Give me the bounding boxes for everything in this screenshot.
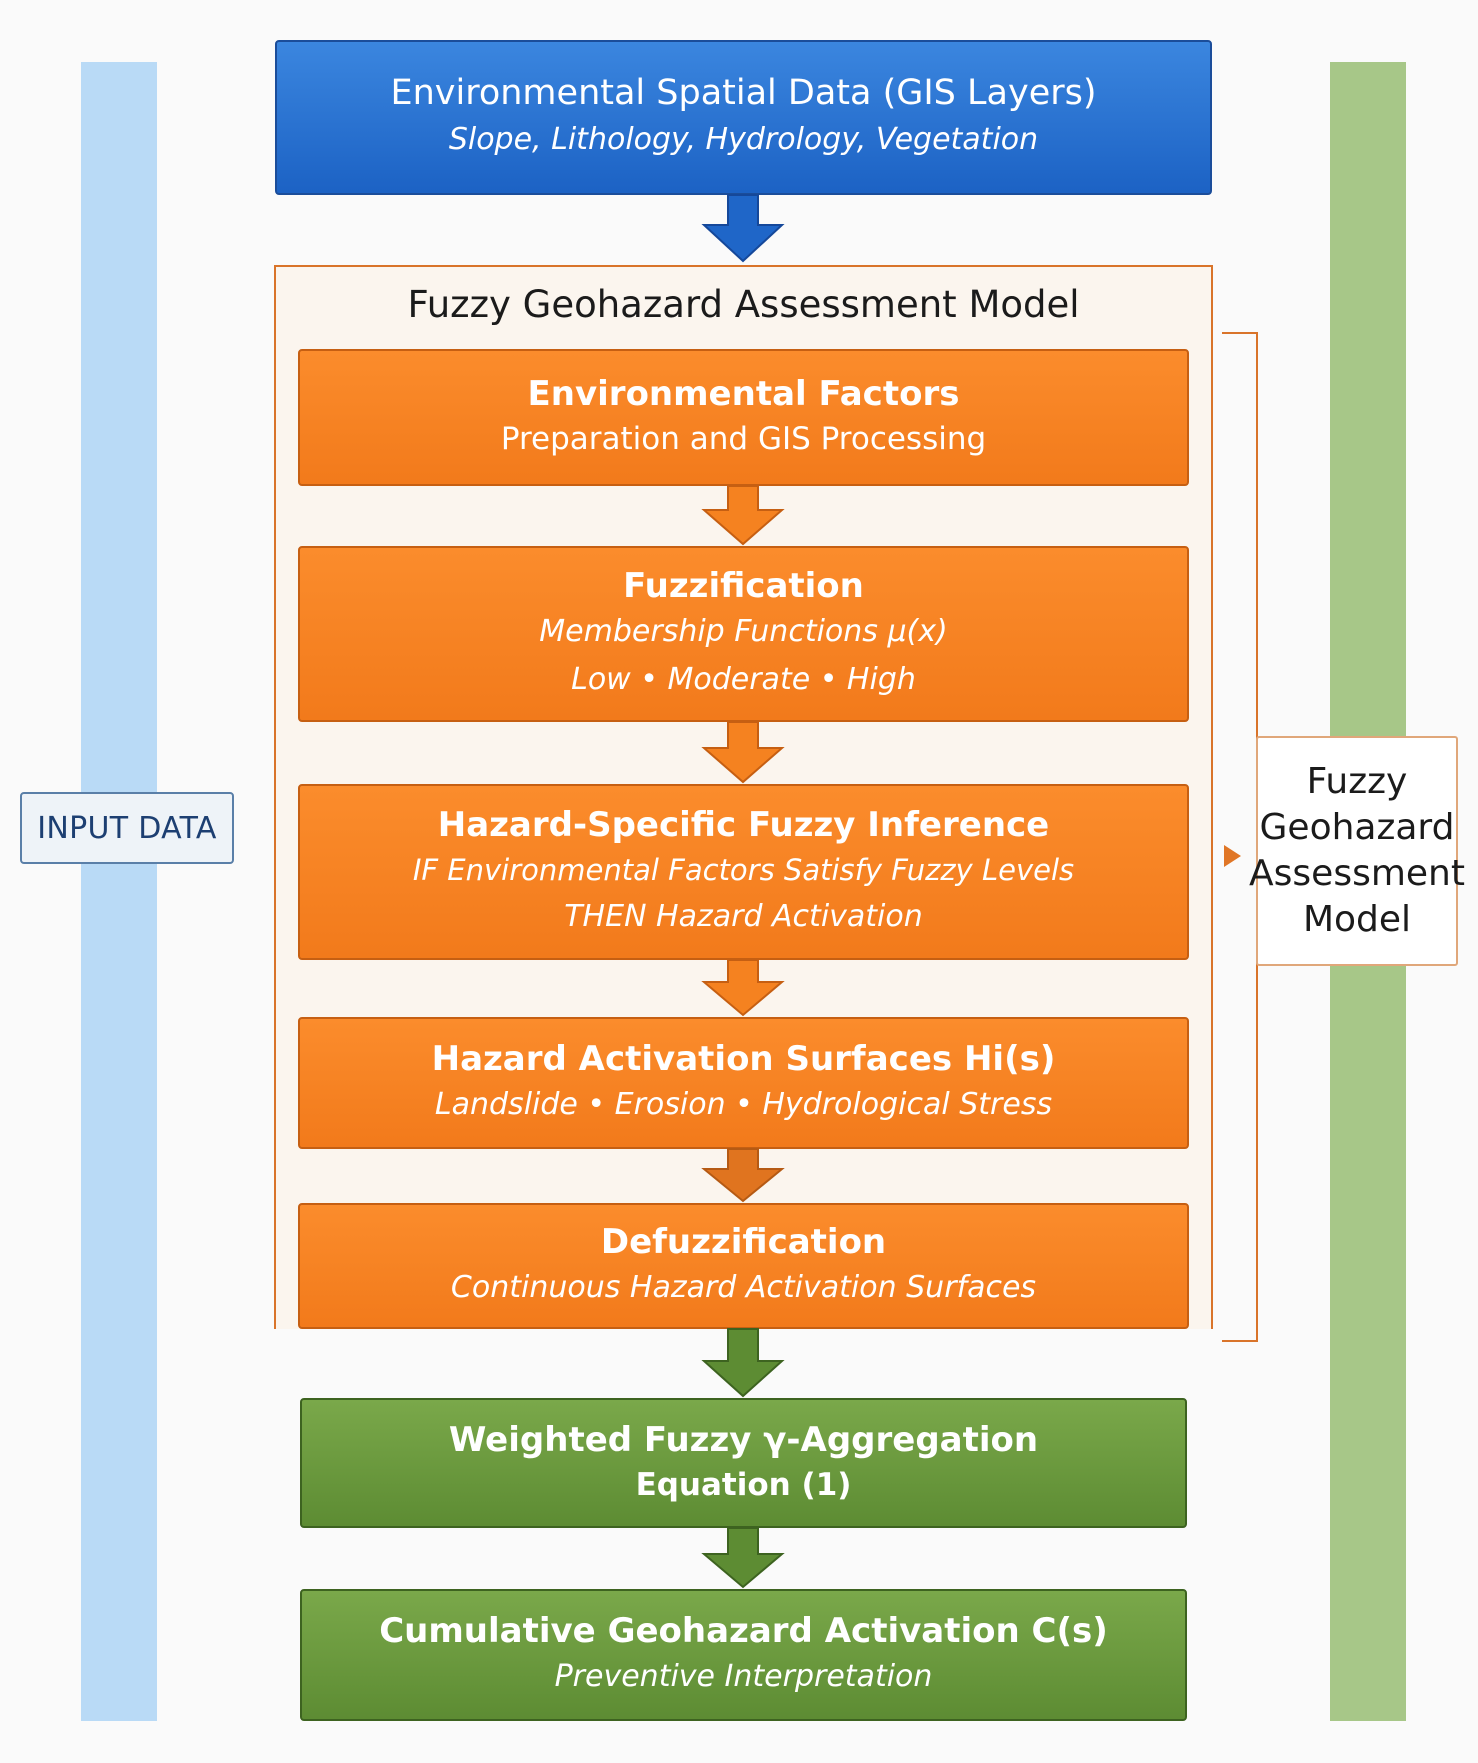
flow-arrow-icon xyxy=(701,1328,785,1398)
model-side-label-line: Assessment xyxy=(1249,853,1465,894)
step-title: Environmental Factors xyxy=(527,374,960,415)
hazard-activation-surfaces-box: Hazard Activation Surfaces Hi(s) Landsli… xyxy=(298,1017,1189,1149)
input-data-label: INPUT DATA xyxy=(20,792,234,864)
flow-arrow-icon xyxy=(701,721,785,784)
model-bracket xyxy=(1222,332,1258,1342)
step-line: Continuous Hazard Activation Surfaces xyxy=(450,1270,1037,1306)
step-line: Landslide • Erosion • Hydrological Stres… xyxy=(434,1087,1053,1123)
model-side-label-line: Geohazard xyxy=(1259,806,1455,848)
fuzzy-inference-box: Hazard-Specific Fuzzy Inference IF Envir… xyxy=(298,784,1189,960)
gamma-aggregation-box: Weighted Fuzzy γ-Aggregation Equation (1… xyxy=(300,1398,1187,1528)
model-side-label-line: Model xyxy=(1302,899,1412,941)
flow-arrow-icon xyxy=(701,194,785,263)
output-line: Equation (1) xyxy=(635,1466,852,1503)
output-title: Cumulative Geohazard Activation C(s) xyxy=(379,1610,1108,1651)
flow-arrow-icon xyxy=(701,485,785,546)
step-line: Preparation and GIS Processing xyxy=(500,421,987,458)
step-line: Membership Functions μ(x) xyxy=(539,614,948,650)
model-side-label-line: Fuzzy xyxy=(1306,760,1408,802)
step-title: Defuzzification xyxy=(600,1221,887,1262)
gis-layers-subtitle: Slope, Lithology, Hydrology, Vegetation xyxy=(448,122,1039,158)
fuzzification-box: Fuzzification Membership Functions μ(x) … xyxy=(298,546,1189,722)
step-title: Hazard Activation Surfaces Hi(s) xyxy=(431,1038,1056,1079)
defuzzification-box: Defuzzification Continuous Hazard Activa… xyxy=(298,1203,1189,1329)
input-data-side-bar xyxy=(81,62,157,1721)
step-title: Hazard-Specific Fuzzy Inference xyxy=(437,804,1050,845)
output-line: Preventive Interpretation xyxy=(554,1659,933,1695)
step-line: Low • Moderate • High xyxy=(571,662,916,698)
flow-arrow-icon xyxy=(701,1527,785,1589)
gis-layers-box: Environmental Spatial Data (GIS Layers) … xyxy=(275,40,1212,195)
bracket-pointer-icon xyxy=(1224,845,1241,867)
flow-arrow-icon xyxy=(701,959,785,1017)
output-title: Weighted Fuzzy γ-Aggregation xyxy=(448,1419,1039,1460)
model-side-label: Fuzzy Geohazard Assessment Model xyxy=(1249,736,1465,966)
step-line: IF Environmental Factors Satisfy Fuzzy L… xyxy=(412,852,1075,887)
model-title: Fuzzy Geohazard Assessment Model xyxy=(407,282,1080,326)
cumulative-activation-box: Cumulative Geohazard Activation C(s) Pre… xyxy=(300,1589,1187,1721)
flow-arrow-icon xyxy=(701,1148,785,1203)
step-title: Fuzzification xyxy=(623,565,864,606)
environmental-factors-box: Environmental Factors Preparation and GI… xyxy=(298,349,1189,486)
gis-layers-title: Environmental Spatial Data (GIS Layers) xyxy=(390,72,1097,113)
step-line: THEN Hazard Activation xyxy=(564,899,923,935)
